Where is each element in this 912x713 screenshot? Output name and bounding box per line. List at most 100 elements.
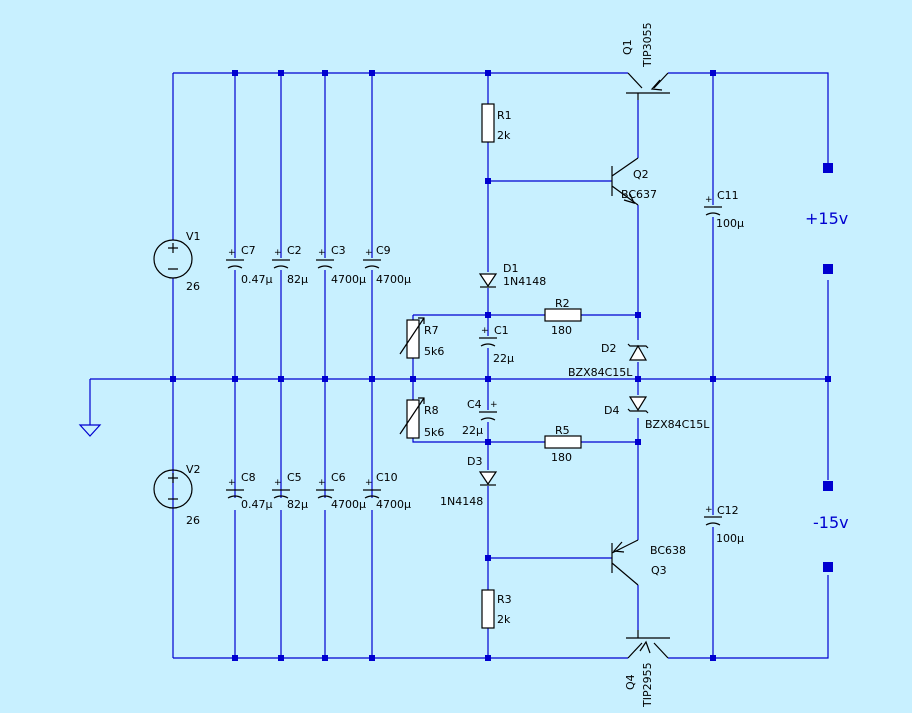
capacitor-c6: + C6 4700µ [316, 471, 366, 511]
transistor-q1: Q1 TIP3055 [621, 22, 670, 100]
svg-text:C9: C9 [376, 244, 391, 257]
svg-text:0.47µ: 0.47µ [241, 498, 273, 511]
diode-d1: D1 1N4148 [478, 262, 546, 288]
ground-symbol [78, 424, 102, 437]
wires [89, 72, 829, 659]
svg-text:1N4148: 1N4148 [440, 495, 483, 508]
capacitor-c9: + C9 4700µ [363, 244, 411, 286]
svg-text:C6: C6 [331, 471, 346, 484]
junction-dots [170, 70, 831, 661]
svg-text:C11: C11 [717, 189, 739, 202]
source-v2: V2 26 [153, 463, 201, 527]
svg-text:+: + [365, 478, 373, 488]
transistor-q4: Q4 TIP2955 [624, 630, 670, 708]
v1-value: 26 [186, 280, 200, 293]
svg-text:C12: C12 [717, 504, 739, 517]
svg-text:82µ: 82µ [287, 498, 308, 511]
svg-text:R5: R5 [555, 424, 570, 437]
capacitor-c4: + C4 22µ [462, 398, 498, 437]
svg-text:0.47µ: 0.47µ [241, 273, 273, 286]
svg-text:C10: C10 [376, 471, 398, 484]
diode-d3: D3 1N4148 [440, 455, 498, 508]
capacitor-c10: + C10 4700µ [363, 471, 411, 511]
transistor-q2: Q2 BC637 [611, 157, 657, 206]
svg-text:4700µ: 4700µ [376, 498, 411, 511]
svg-text:C8: C8 [241, 471, 256, 484]
resistor-r2: R2 180 [544, 297, 582, 337]
positive-output-label: +15v [805, 209, 848, 228]
v2-name: V2 [186, 463, 201, 476]
capacitor-c7: + C7 0.47µ [226, 244, 273, 286]
svg-text:BC638: BC638 [650, 544, 686, 557]
potentiometer-r8: R8 5k6 [399, 397, 444, 439]
capacitor-c5: + C5 82µ [272, 471, 308, 511]
svg-text:+: + [318, 478, 326, 488]
svg-text:82µ: 82µ [287, 273, 308, 286]
zener-d4: D4 BZX84C15L [604, 396, 710, 431]
svg-text:TIP3055: TIP3055 [641, 22, 654, 68]
svg-text:+: + [705, 505, 713, 515]
svg-text:Q3: Q3 [651, 564, 667, 577]
svg-text:5k6: 5k6 [424, 345, 444, 358]
svg-text:R3: R3 [497, 593, 512, 606]
svg-text:4700µ: 4700µ [376, 273, 411, 286]
svg-text:BZX84C15L: BZX84C15L [568, 366, 633, 379]
svg-text:C7: C7 [241, 244, 256, 257]
svg-text:BZX84C15L: BZX84C15L [645, 418, 710, 431]
svg-text:+: + [490, 400, 498, 410]
svg-text:Q2: Q2 [633, 168, 649, 181]
potentiometer-r7: R7 5k6 [399, 317, 444, 359]
svg-text:2k: 2k [497, 613, 511, 626]
svg-text:4700µ: 4700µ [331, 498, 366, 511]
v2-value: 26 [186, 514, 200, 527]
capacitor-c12: + C12 100µ [704, 504, 744, 545]
svg-text:180: 180 [551, 451, 572, 464]
svg-text:180: 180 [551, 324, 572, 337]
svg-text:TIP2955: TIP2955 [641, 662, 654, 708]
svg-text:22µ: 22µ [493, 352, 514, 365]
svg-text:C5: C5 [287, 471, 302, 484]
svg-text:+: + [365, 248, 373, 258]
svg-text:D4: D4 [604, 404, 619, 417]
svg-text:1N4148: 1N4148 [503, 275, 546, 288]
negative-output-label: -15v [813, 513, 849, 532]
capacitor-c1: + C1 22µ [479, 324, 514, 365]
svg-text:+: + [228, 248, 236, 258]
capacitor-c11: + C11 100µ [704, 189, 744, 230]
resistor-r3: R3 2k [481, 589, 512, 629]
svg-text:Q4: Q4 [624, 674, 637, 690]
svg-text:D1: D1 [503, 262, 518, 275]
svg-text:4700µ: 4700µ [331, 273, 366, 286]
svg-text:5k6: 5k6 [424, 426, 444, 439]
resistor-r5: R5 180 [544, 424, 582, 464]
svg-text:Q1: Q1 [621, 39, 634, 55]
svg-text:+: + [228, 478, 236, 488]
svg-text:C3: C3 [331, 244, 346, 257]
capacitor-c3: + C3 4700µ [316, 244, 366, 286]
svg-text:BC637: BC637 [621, 188, 657, 201]
svg-text:C1: C1 [494, 324, 509, 337]
svg-text:+: + [274, 478, 282, 488]
svg-text:+: + [705, 195, 713, 205]
svg-text:D3: D3 [467, 455, 482, 468]
svg-text:+: + [274, 248, 282, 258]
svg-text:R2: R2 [555, 297, 570, 310]
svg-text:D2: D2 [601, 342, 616, 355]
svg-text:R7: R7 [424, 324, 439, 337]
capacitor-c2: + C2 82µ [272, 244, 308, 286]
v1-name: V1 [186, 230, 201, 243]
output-pads [823, 163, 833, 572]
svg-text:C4: C4 [467, 398, 482, 411]
svg-text:+: + [318, 248, 326, 258]
svg-text:2k: 2k [497, 129, 511, 142]
zener-d2: D2 BZX84C15L [568, 342, 649, 379]
svg-text:+: + [481, 326, 489, 336]
resistor-r1: R1 2k [481, 103, 512, 143]
transistor-q3: BC638 Q3 [611, 539, 686, 586]
svg-text:R8: R8 [424, 404, 439, 417]
svg-text:C2: C2 [287, 244, 302, 257]
capacitor-c8: + C8 0.47µ [226, 471, 273, 511]
source-v1: V1 26 [153, 230, 201, 293]
svg-text:100µ: 100µ [716, 217, 744, 230]
